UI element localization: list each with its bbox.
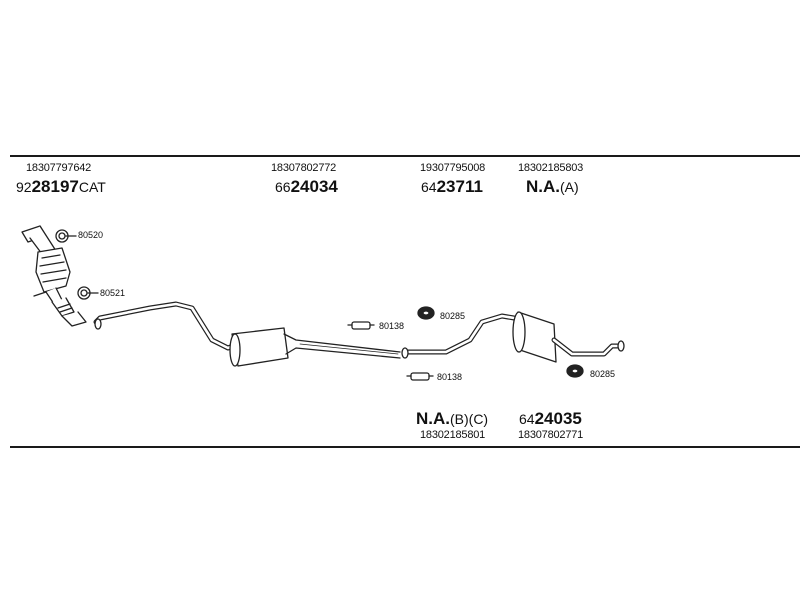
front-pipe-with-silencer [93, 301, 401, 367]
part-number-catalyst: 9228197CAT [16, 178, 106, 195]
oe-number-na-a: 18302185803 [518, 162, 584, 174]
part-prefix: 92 [16, 179, 32, 195]
part-number-rear-silencer: 6424035 [519, 410, 582, 427]
part-prefix: 66 [275, 179, 291, 195]
bracket-clamp-icon [347, 321, 375, 330]
clamp-ring-icon [55, 229, 77, 243]
bottom-rule [10, 446, 800, 448]
part-main: N.A. [526, 177, 560, 196]
clamp-ring-icon [77, 286, 99, 300]
bracket-clamp-icon [406, 372, 434, 381]
fitting-label-80285-upper: 80285 [440, 311, 466, 321]
fitting-label-80138-upper: 80138 [379, 321, 405, 331]
part-main: 24034 [290, 177, 338, 196]
part-main: N.A. [416, 409, 450, 428]
oe-number-front-pipe: 18307802772 [271, 162, 337, 174]
rubber-hanger-icon [566, 364, 584, 378]
top-rule [10, 155, 800, 157]
fitting-label-80285-lower: 80285 [590, 369, 616, 379]
oe-number-catalyst: 18307797642 [26, 162, 92, 174]
part-prefix: 64 [519, 411, 535, 427]
catalytic-converter [21, 225, 87, 327]
part-suffix: CAT [78, 179, 106, 195]
part-number-front-pipe: 6624034 [275, 178, 338, 195]
rubber-hanger-icon [417, 306, 435, 320]
part-suffix: (B)(C) [450, 411, 489, 427]
part-prefix: 64 [421, 179, 437, 195]
part-suffix: (A) [560, 179, 579, 195]
part-main: 23711 [436, 177, 483, 196]
part-number-na-a: N.A.(A) [526, 178, 579, 195]
fitting-label-80138-lower: 80138 [437, 372, 463, 382]
oe-number-rear-silencer: 18307802771 [518, 429, 584, 441]
fitting-label-80521: 80521 [100, 288, 126, 298]
rear-silencer [512, 311, 625, 363]
fitting-label-80520: 80520 [78, 230, 104, 240]
part-main: 24035 [534, 409, 582, 428]
part-number-na-bc: N.A.(B)(C) [416, 410, 488, 427]
oe-number-na-bc: 18302185801 [420, 429, 486, 441]
part-main: 28197 [31, 177, 79, 196]
part-number-middle-pipe: 6423711 [421, 178, 483, 195]
oe-number-middle-pipe: 19307795008 [420, 162, 486, 174]
middle-pipe [401, 313, 517, 359]
